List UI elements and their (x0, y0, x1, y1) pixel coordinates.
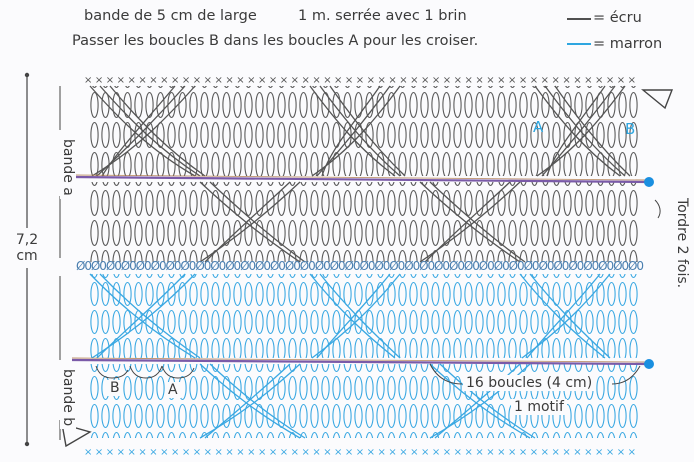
band-a-label: bande a (60, 136, 76, 199)
legend-marron-swatch (567, 43, 591, 45)
svg-text:× × × × × × × × × × × × × × ×: × × × × × × × × × × × × × × × × × × × × … (84, 75, 636, 86)
legend-ecru-swatch (567, 18, 591, 20)
height-label: 7,2 cm (10, 232, 44, 264)
loop-b-label-bottom: B (107, 380, 123, 396)
band-width-note: bande de 5 cm de large (84, 8, 257, 24)
loop-a-label-bottom: A (165, 382, 181, 398)
legend-marron-label: = marron (593, 36, 662, 52)
height-value: 7,2 (13, 232, 41, 248)
twist-instruction: Tordre 2 fois. (674, 198, 690, 288)
stitch-note: 1 m. serrée avec 1 brin (298, 8, 467, 24)
loop-a-label: A (533, 118, 543, 136)
motif-label: 1 motif (511, 399, 567, 415)
svg-text:Ø0Ø0Ø0Ø0Ø0Ø0Ø0Ø0Ø0Ø0Ø0Ø0Ø0Ø0Ø0: Ø0Ø0Ø0Ø0Ø0Ø0Ø0Ø0Ø0Ø0Ø0Ø0Ø0Ø0Ø0Ø0Ø0Ø0Ø0Ø0… (76, 259, 644, 273)
twist-indicator (655, 200, 660, 218)
band-b-label: bande b (60, 366, 76, 429)
legend-ecru-label: = écru (593, 10, 642, 26)
loop-b-label: B (625, 120, 635, 138)
band-b-center-line (72, 358, 648, 364)
svg-text:× × × × × × × × × × × × × × ×: × × × × × × × × × × × × × × × × × × × × … (84, 447, 636, 458)
top-stitch-row: × × × × × × × × × × × × × × × × × × × × … (84, 75, 636, 86)
blue-dot-icon (644, 359, 654, 369)
height-unit: cm (13, 248, 41, 264)
join-row: Ø0Ø0Ø0Ø0Ø0Ø0Ø0Ø0Ø0Ø0Ø0Ø0Ø0Ø0Ø0Ø0Ø0Ø0Ø0Ø0… (76, 259, 644, 273)
bottom-stitch-row: × × × × × × × × × × × × × × × × × × × × … (84, 447, 636, 458)
instruction-note: Passer les boucles B dans les boucles A … (72, 33, 478, 49)
header-notes: bande de 5 cm de large 1 m. serrée avec … (0, 0, 694, 70)
boucles-count-label: 16 boucles (4 cm) (463, 375, 595, 391)
band-b-upper-loops (89, 274, 639, 358)
blue-dot-icon (644, 177, 654, 187)
triangle-marker-icon (643, 90, 672, 108)
band-a-lower-loops (89, 182, 639, 262)
band-a-center-line (72, 175, 648, 182)
